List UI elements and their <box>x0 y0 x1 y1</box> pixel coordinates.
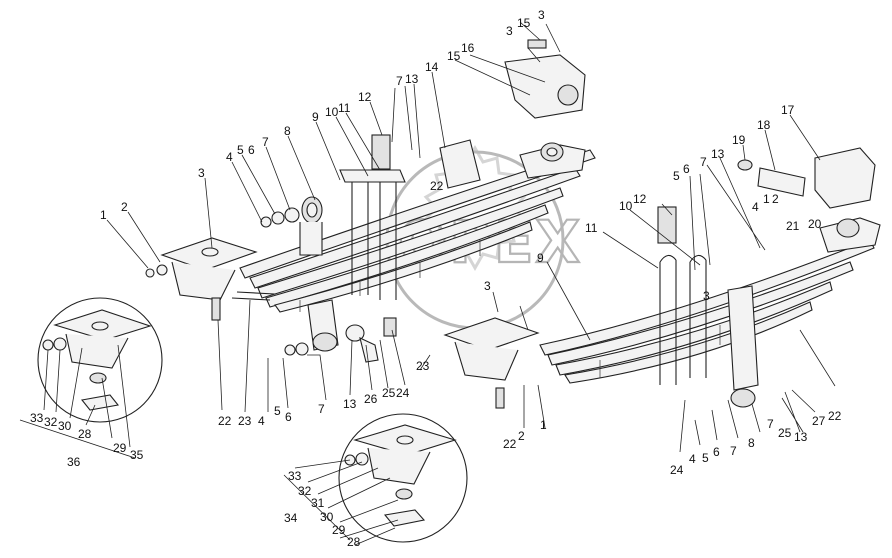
leader-lines <box>19 21 836 546</box>
callout-label: 12 <box>358 90 372 104</box>
callout-label: 27 <box>812 414 826 428</box>
callout-label: 5 <box>237 143 244 157</box>
callout-label: 22 <box>430 179 444 193</box>
callout-label: 20 <box>808 217 822 231</box>
callout-label: 1 <box>540 418 547 432</box>
callout-label: 33 <box>30 411 44 425</box>
left-bolts-and-washers <box>145 207 309 356</box>
callout-label: 23 <box>416 359 430 373</box>
callout-label: 1 <box>763 192 770 206</box>
callout-label: 17 <box>781 103 795 117</box>
callout-label: 11 <box>585 221 598 235</box>
callout-label: 24 <box>396 386 410 400</box>
callout-label: 21 <box>786 219 800 233</box>
callout-label: 22 <box>828 409 842 423</box>
callout-label: 25 <box>382 386 396 400</box>
callout-label: 4 <box>752 200 759 214</box>
callout-label: 5 <box>702 451 709 465</box>
callout-label: 30 <box>320 510 334 524</box>
callout-label: 1 <box>100 208 107 222</box>
callout-label: 2 <box>518 429 525 443</box>
callout-label: 7 <box>262 135 269 149</box>
callout-label: 7 <box>318 402 325 416</box>
callout-label: 8 <box>284 124 291 138</box>
callout-label: 2 <box>121 200 128 214</box>
right-front-hanger <box>737 147 876 209</box>
left-axle-pad <box>160 237 258 321</box>
callout-label: 28 <box>347 535 361 549</box>
callout-label: 29 <box>332 523 346 537</box>
right-hanger-upper <box>504 39 586 119</box>
callout-label: 16 <box>461 41 475 55</box>
callout-label: 3 <box>506 24 513 38</box>
callout-label: 6 <box>285 410 292 424</box>
callout-label: 13 <box>711 147 725 161</box>
detail-view-right <box>338 413 468 543</box>
right-u-bolts <box>657 206 707 385</box>
callout-label: 4 <box>689 452 696 466</box>
callout-label: 7 <box>700 155 707 169</box>
callout-label: 9 <box>312 110 319 124</box>
callout-label: 10 <box>619 199 633 213</box>
right-leaf-spring <box>539 239 875 384</box>
callout-label: 13 <box>343 397 357 411</box>
callout-label: 3 <box>198 166 205 180</box>
left-u-bolts <box>339 134 406 300</box>
callout-labels: 1 2 3 4 5 6 7 8 9 10 11 12 7 13 14 22 3 … <box>30 8 842 549</box>
left-rear-bracket <box>439 139 586 189</box>
right-rear-bracket <box>819 217 881 253</box>
callout-label: 15 <box>447 49 461 63</box>
callout-label: 7 <box>730 444 737 458</box>
callout-label: 3 <box>484 279 491 293</box>
callout-label: 3 <box>703 289 710 303</box>
callout-label: 18 <box>757 118 771 132</box>
left-shock-absorber <box>307 299 397 363</box>
left-spring-front-eye <box>299 196 323 256</box>
callout-label: 7 <box>767 417 774 431</box>
callout-label: 32 <box>44 415 58 429</box>
callout-label: 7 <box>396 74 403 88</box>
callout-label: 3 <box>538 8 545 22</box>
callout-label: 5 <box>274 404 281 418</box>
callout-label: 22 <box>218 414 232 428</box>
callout-label: 24 <box>670 463 684 477</box>
callout-label: 4 <box>258 414 265 428</box>
callout-label: 15 <box>517 16 531 30</box>
callout-label: 36 <box>67 455 81 469</box>
callout-label: 29 <box>113 441 127 455</box>
callout-label: 5 <box>673 169 680 183</box>
callout-label: 11 <box>338 101 351 115</box>
right-shock-absorber <box>727 285 759 408</box>
callout-label: 8 <box>748 436 755 450</box>
callout-label: 10 <box>325 105 339 119</box>
callout-label: 31 <box>311 496 325 510</box>
callout-label: 33 <box>288 469 302 483</box>
callout-label: 25 <box>778 426 792 440</box>
callout-label: 13 <box>794 430 808 444</box>
callout-label: 14 <box>425 60 439 74</box>
callout-label: 4 <box>226 150 233 164</box>
callout-label: 32 <box>298 484 312 498</box>
detail-view-left <box>37 297 163 423</box>
callout-label: 6 <box>713 445 720 459</box>
callout-label: 30 <box>58 419 72 433</box>
callout-label: 2 <box>772 192 779 206</box>
callout-label: 13 <box>405 72 419 86</box>
callout-label: 6 <box>248 143 255 157</box>
left-leaf-spring <box>239 149 596 313</box>
right-axle-pad <box>443 317 540 409</box>
callout-label: 23 <box>238 414 252 428</box>
callout-label: 34 <box>284 511 298 525</box>
callout-label: 35 <box>130 448 144 462</box>
callout-label: 12 <box>633 192 647 206</box>
callout-label: 6 <box>683 162 690 176</box>
callout-label: 28 <box>78 427 92 441</box>
callout-label: 19 <box>732 133 746 147</box>
callout-label: 22 <box>503 437 517 451</box>
callout-label: 26 <box>364 392 378 406</box>
callout-label: 9 <box>537 251 544 265</box>
